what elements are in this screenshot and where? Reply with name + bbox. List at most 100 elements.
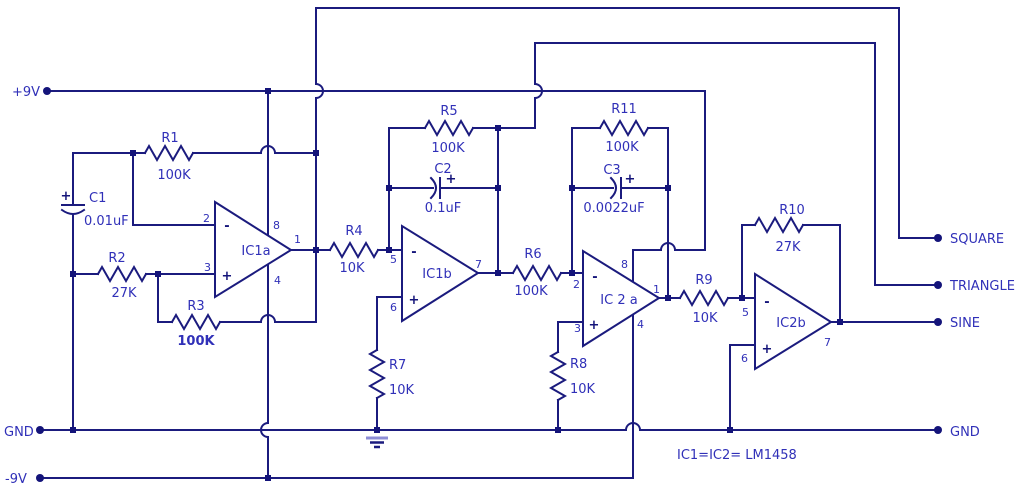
junction-dot: [665, 295, 671, 301]
junction-dot: [495, 270, 501, 276]
resistor-r10: R10 27K: [741, 203, 841, 323]
opamp-ic2b: IC2b 5 6 7 - +: [729, 272, 833, 431]
r8-zigzag: [548, 350, 568, 402]
wire-square-top: [315, 7, 939, 239]
ic1b-minus-mark: -: [411, 245, 416, 260]
wire-triangle: [497, 42, 939, 286]
junction-dot: [739, 295, 745, 301]
ic1a-pin-inv: 2: [203, 212, 210, 225]
r10-ref: R10: [779, 203, 805, 218]
r6-value: 100K: [514, 284, 548, 299]
junction-dot: [70, 271, 76, 277]
r9-zigzag: [678, 288, 730, 308]
capacitor-c2: + C2 0.1uF: [388, 162, 499, 216]
r11-ref: R11: [611, 102, 637, 117]
terminal-triangle: [934, 281, 942, 289]
c1-value: 0.01uF: [84, 214, 129, 229]
ic1b-pin-noninv: 6: [390, 301, 397, 314]
r3-zigzag: [170, 312, 222, 332]
c2-value: 0.1uF: [425, 201, 461, 216]
rail-minus9v: -9V: [5, 313, 634, 487]
ic1a-pin-out: 1: [294, 233, 301, 246]
resistor-r1: R1 100K: [143, 131, 317, 183]
ic2a-pin-out: 1: [653, 283, 660, 296]
ground-symbol: [366, 436, 388, 449]
rail-gnd: GND GND: [4, 422, 980, 440]
capacitor-c1: + C1 0.01uF: [61, 152, 146, 431]
junction-dot: [665, 185, 671, 191]
ic2a-pin-inv: 2: [573, 278, 580, 291]
r2-zigzag: [96, 264, 148, 284]
wire-r3-left: [157, 273, 173, 323]
junction-dot: [386, 185, 392, 191]
ic1a-minus-mark: -: [224, 219, 229, 234]
ic2b-pin-inv: 5: [742, 306, 749, 319]
junction-dot: [569, 270, 575, 276]
junction-dot: [569, 185, 575, 191]
resistor-r11: R11 100K: [571, 102, 669, 299]
ic1b-plus-mark: +: [409, 293, 420, 308]
c2-polarity-plus: +: [446, 172, 457, 187]
c1-ref: C1: [89, 191, 106, 206]
c3-value: 0.0022uF: [583, 201, 644, 216]
ic2a-triangle: [582, 249, 661, 348]
junction-dot: [374, 427, 380, 433]
r7-value: 10K: [389, 383, 415, 398]
resistor-r2: R2 27K: [72, 251, 216, 301]
resistor-r3: R3 100K: [157, 249, 317, 349]
r7-ref: R7: [389, 358, 406, 373]
r10-value: 27K: [775, 240, 801, 255]
r4-ref: R4: [345, 224, 362, 239]
junction-dot: [837, 319, 843, 325]
wire-ic2a-noninv-input: [557, 321, 584, 353]
wire-square-riser: [315, 7, 324, 323]
r5-ref: R5: [440, 104, 457, 119]
ic2a-plus-mark: +: [589, 318, 600, 333]
junction-dot: [495, 185, 501, 191]
wire-r10-right-riser: [802, 224, 841, 323]
ic2b-minus-mark: -: [764, 295, 769, 310]
junction-dot: [265, 475, 271, 481]
junction-dot: [155, 271, 161, 277]
net-sine-output: SINE: [830, 316, 980, 331]
wire-ic1b-noninv-input: [376, 296, 403, 351]
terminal-minus9v: [36, 474, 44, 482]
resistor-r8: R8 10K: [548, 350, 596, 431]
ic2a-pin-vcc: 8: [621, 258, 628, 271]
ic2b-plus-mark: +: [762, 342, 773, 357]
r5-zigzag: [423, 118, 475, 138]
resistor-r7: R7 10K: [367, 348, 415, 431]
ic2a-pin-noninv: 3: [574, 322, 581, 335]
terminal-sine: [934, 318, 942, 326]
junction-dot: [386, 247, 392, 253]
r1-ref: R1: [161, 131, 178, 146]
wire-ic1a-inv-input: [132, 152, 216, 226]
ic1a-pin-vcc: 8: [273, 219, 280, 232]
resistor-r4: R4 10K: [290, 224, 403, 276]
ic2b-pin-out: 7: [824, 336, 831, 349]
ic2b-triangle: [754, 272, 833, 371]
ic2a-minus-mark: -: [592, 270, 597, 285]
terminal-gnd-left: [36, 426, 44, 434]
ic1a-pin-vee: 4: [274, 274, 281, 287]
resistor-r5: R5 100K: [388, 104, 499, 274]
output-label-sine: SINE: [950, 316, 980, 331]
c2-plate-curved: [429, 176, 437, 200]
r3-value: 100K: [177, 334, 215, 349]
wire-r3-right: [219, 249, 317, 323]
r2-ref: R2: [108, 251, 125, 266]
r7-zigzag: [367, 348, 387, 400]
junction-dot: [555, 427, 561, 433]
r8-ref: R8: [570, 357, 587, 372]
ic1a-plus-mark: +: [222, 269, 233, 284]
terminal-gnd-right: [934, 426, 942, 434]
r1-zigzag: [143, 143, 195, 163]
rail-label-plus9v: +9V: [12, 85, 40, 100]
junction-dot: [130, 150, 136, 156]
r4-zigzag: [328, 240, 380, 260]
r11-value: 100K: [605, 140, 639, 155]
r5-value: 100K: [431, 141, 465, 156]
ic2a-pin-vee: 4: [637, 318, 644, 331]
ic1a-triangle: [214, 200, 293, 299]
